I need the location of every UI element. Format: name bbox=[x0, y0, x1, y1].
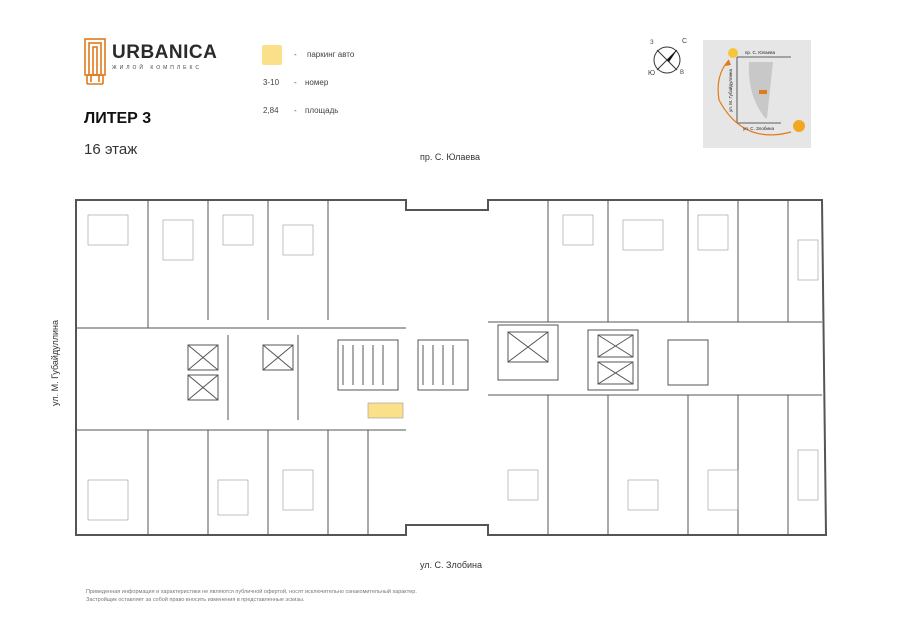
logo-tagline: ЖИЛОЙ КОМПЛЕКС bbox=[112, 65, 202, 71]
parking-spot bbox=[367, 402, 404, 419]
street-top: пр. С. Юлаева bbox=[420, 152, 481, 162]
compass-icon bbox=[653, 46, 681, 74]
compass-north: С bbox=[682, 38, 688, 45]
legend-dash: - bbox=[294, 50, 297, 59]
minimap-left-street: ул. М. Губайдуллина bbox=[727, 69, 733, 112]
legend-number-label: номер bbox=[305, 78, 329, 87]
compass-south: Ю bbox=[648, 70, 656, 77]
minimap-bottom-street: ул. С. Злобина bbox=[743, 126, 775, 131]
disclaimer-line: Приведенная информация и характеристики … bbox=[86, 589, 417, 595]
floor-plan bbox=[75, 199, 828, 536]
logo-icon bbox=[84, 38, 106, 85]
disclaimer-line: Застройщик оставляет за собой право внос… bbox=[86, 597, 305, 603]
site-minimap: пр. С. Юлаева ул. С. Злобина ул. М. Губа… bbox=[703, 40, 811, 148]
floor-label: 16 этаж bbox=[84, 141, 138, 158]
legend-dash: - bbox=[294, 106, 297, 115]
minimap-top-street: пр. С. Юлаева bbox=[745, 50, 776, 55]
parking-swatch bbox=[262, 45, 282, 65]
disclaimer: Приведенная информация и характеристики … bbox=[86, 588, 506, 604]
logo-wordmark: URBANICA bbox=[112, 42, 218, 63]
legend-parking-label: паркинг авто bbox=[307, 50, 355, 59]
street-bottom: ул. С. Злобина bbox=[420, 560, 483, 570]
legend-dash: - bbox=[294, 78, 297, 87]
legend-number-key: 3-10 bbox=[263, 78, 280, 87]
street-left: ул. М. Губайдуллина bbox=[50, 320, 60, 406]
compass-east: В bbox=[680, 70, 685, 76]
page-title: ЛИТЕР 3 bbox=[84, 110, 152, 127]
legend-area-key: 2,84 bbox=[263, 106, 279, 115]
legend-area-label: площадь bbox=[305, 106, 339, 115]
compass-west: З bbox=[650, 40, 654, 46]
